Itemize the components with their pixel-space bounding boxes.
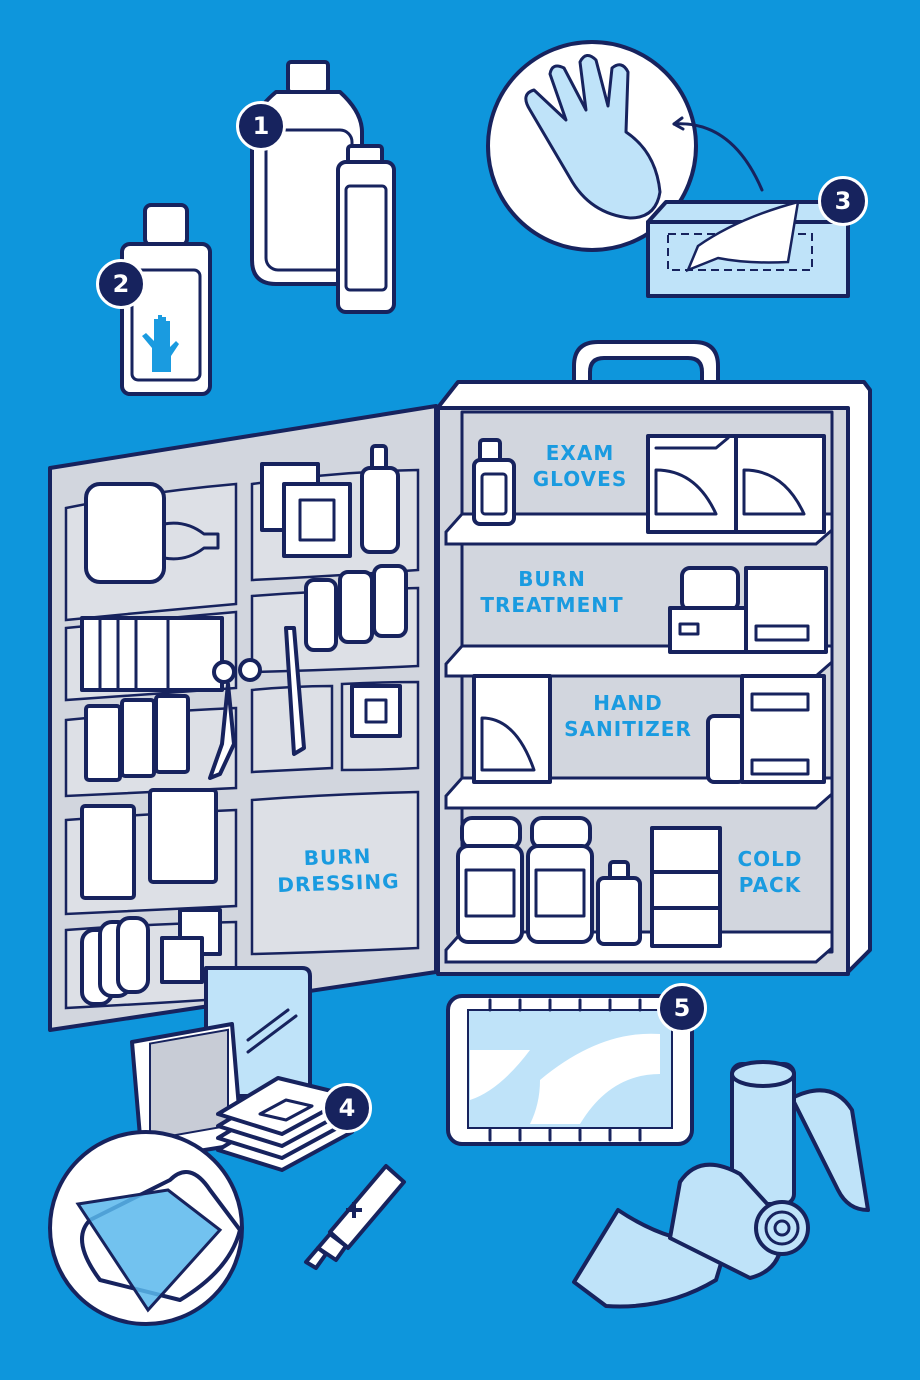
exam-glove-circle-icon: [486, 40, 764, 252]
bandage-rolls-icon: [572, 1060, 870, 1309]
badge-1: 1: [236, 101, 286, 151]
burn-dressing-label: BURN DRESSING: [276, 843, 400, 898]
badge-2: 2: [96, 259, 146, 309]
burn-dressing-pads-icon: [130, 966, 354, 1172]
burn-dressing-hand-circle-icon: [48, 1130, 244, 1326]
glove-box-icon: [646, 200, 856, 298]
exam-gloves-label: EXAM GLOVES: [532, 441, 628, 491]
cold-pack-icon: [446, 994, 694, 1146]
badge-4: 4: [322, 1083, 372, 1133]
first-aid-cabinet-icon: [434, 340, 872, 976]
burn-treatment-label: BURN TREATMENT: [480, 567, 624, 617]
soap-bottles-icon: [250, 60, 396, 314]
badge-3: 3: [818, 176, 868, 226]
cabinet-door: [48, 404, 438, 1032]
cold-pack-label: COLD PACK: [737, 847, 803, 897]
hand-sanitizer-label: HAND SANITIZER: [564, 691, 692, 741]
badge-5: 5: [657, 983, 707, 1033]
burn-gel-tube-icon: [304, 1164, 406, 1270]
